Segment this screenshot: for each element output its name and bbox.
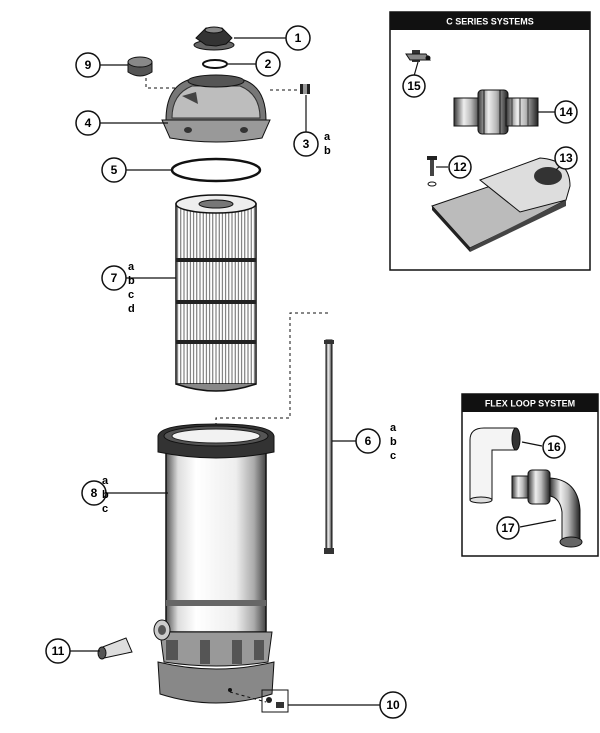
callout-16-number: 16	[547, 440, 561, 454]
callout-7-variant-c: c	[128, 289, 134, 301]
lid-knob-part	[193, 26, 235, 51]
callout-11: 11	[45, 638, 71, 664]
callout-8: 8 a b c	[81, 475, 109, 515]
callout-9: 9	[75, 52, 101, 78]
air-relief-valve-part	[127, 56, 153, 77]
callout-7-variant-a: a	[128, 261, 135, 273]
callout-13: 13	[554, 146, 578, 170]
callout-3-variant-a: a	[324, 131, 331, 143]
callout-13-number: 13	[559, 151, 573, 165]
c-series-screw-part	[427, 156, 437, 187]
callout-16: 16	[542, 435, 566, 459]
tank-o-ring-part	[170, 157, 262, 183]
c-series-bracket-part	[431, 157, 571, 252]
callout-5: 5	[101, 157, 127, 183]
callout-4: 4	[75, 110, 101, 136]
callout-17-number: 17	[501, 521, 515, 535]
c-series-panel-title: C SERIES SYSTEMS	[446, 17, 534, 27]
flex-loop-elbow-leader-line	[521, 441, 543, 447]
c-series-valve-part	[405, 50, 431, 62]
callout-17: 17	[496, 516, 520, 540]
callout-6-variant-a: a	[390, 422, 397, 434]
flex-loop-elbow-part	[469, 427, 521, 504]
flex-loop-panel-title: FLEX LOOP SYSTEM	[485, 399, 575, 409]
callout-4-number: 4	[85, 116, 92, 130]
center-tube-part	[324, 339, 334, 554]
callout-8-number: 8	[91, 486, 98, 500]
callout-3-number: 3	[303, 137, 310, 151]
callout-2-number: 2	[265, 57, 272, 71]
c-series-valve-leader-line	[413, 61, 419, 77]
callout-7-variant-d: d	[128, 303, 135, 315]
callout-10: 10	[379, 691, 407, 719]
callout-8-variant-a: a	[102, 475, 109, 487]
knob-o-ring-part	[202, 59, 228, 69]
callout-6: 6 a b c	[355, 422, 397, 462]
flex-loop-union-part	[511, 469, 583, 548]
callout-7-variant-b: b	[128, 275, 135, 287]
lid-screw-part	[300, 84, 310, 94]
callout-3: 3 a b	[293, 131, 331, 157]
callout-6-variant-b: b	[390, 436, 397, 448]
callout-12: 12	[448, 155, 472, 179]
callout-3-variant-b: b	[324, 145, 331, 157]
drain-leader-line	[229, 691, 267, 703]
callout-leader-lines	[70, 37, 380, 706]
flex-loop-union-leader-line	[519, 519, 557, 528]
callout-15-number: 15	[407, 79, 421, 93]
c-series-panel: C SERIES SYSTEMS 15 14	[389, 11, 591, 271]
callout-2: 2	[255, 51, 281, 77]
callout-7: 7 a b c d	[101, 261, 135, 315]
flex-loop-panel: FLEX LOOP SYSTEM 16 17	[461, 393, 599, 557]
callout-10-number: 10	[386, 698, 400, 712]
c-series-union-part	[453, 89, 539, 135]
inlet-diffuser-part	[97, 637, 133, 660]
callout-1-number: 1	[295, 31, 302, 45]
callout-5-number: 5	[111, 163, 118, 177]
callout-6-variant-c: c	[390, 450, 396, 462]
callout-6-number: 6	[365, 434, 372, 448]
callout-8-variant-b: b	[102, 489, 109, 501]
callout-8-variant-c: c	[102, 503, 108, 515]
callout-12-number: 12	[453, 160, 467, 174]
filter-tank-part	[153, 423, 275, 704]
callout-7-number: 7	[111, 271, 118, 285]
callout-14: 14	[554, 100, 578, 124]
drain-plug-part	[261, 689, 289, 713]
callout-14-number: 14	[559, 105, 573, 119]
callout-1: 1	[285, 25, 311, 51]
callout-9-number: 9	[85, 58, 92, 72]
callout-11-number: 11	[52, 644, 65, 658]
filter-cartridge-part	[175, 194, 257, 392]
filter-lid-part	[161, 74, 271, 143]
callout-15: 15	[402, 74, 426, 98]
